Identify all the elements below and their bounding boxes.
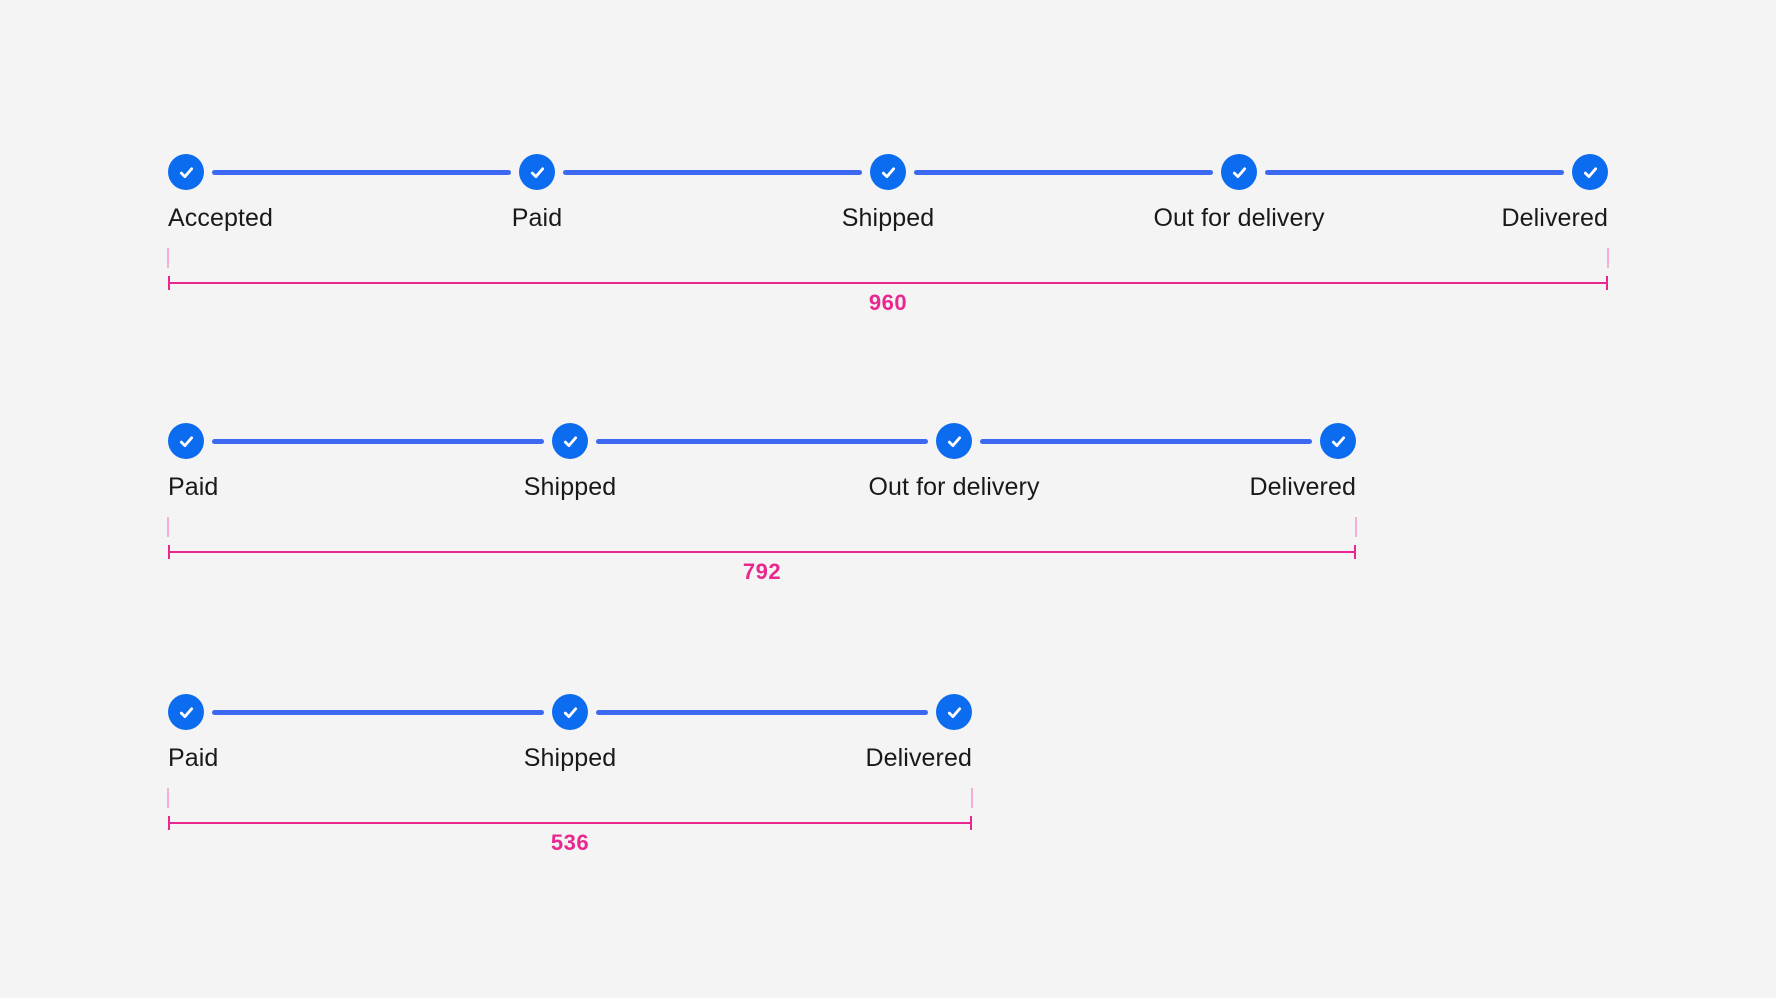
check-icon	[563, 435, 577, 447]
step-complete-indicator	[519, 154, 555, 190]
stepper-track	[168, 423, 1356, 459]
stepper-spec-row-960: Accepted Paid Shipped Out for delivery Deliv…	[167, 154, 1609, 330]
stepper-spec-row-536: Paid Shipped Delivered 536	[167, 694, 973, 870]
step-complete-indicator	[168, 694, 204, 730]
step-label: Delivered	[1501, 204, 1608, 232]
check-icon	[881, 166, 895, 178]
check-icon	[179, 166, 193, 178]
stepper-spec-row-792: Paid Shipped Out for delivery Delivered 792	[167, 423, 1357, 599]
measure-extension-tick-right	[971, 788, 973, 808]
measure-value: 536	[550, 830, 590, 855]
measure-dimension-line	[168, 545, 1356, 559]
step-complete-indicator	[1221, 154, 1257, 190]
measure-extension-tick-left	[167, 788, 169, 808]
connector-line	[563, 169, 862, 175]
step-complete-indicator	[870, 154, 906, 190]
check-icon	[179, 706, 193, 718]
step-complete-indicator	[1572, 154, 1608, 190]
connector-line	[1265, 169, 1564, 175]
step-complete-indicator	[168, 423, 204, 459]
step-complete-indicator	[168, 154, 204, 190]
step-label: Accepted	[168, 204, 274, 232]
measure-cap-left	[168, 276, 170, 290]
step-complete-indicator	[1320, 423, 1356, 459]
check-icon	[179, 435, 193, 447]
step-label: Paid	[511, 204, 563, 232]
measure-dimension-line	[168, 816, 972, 830]
check-icon	[1331, 435, 1345, 447]
measure-cap-right	[970, 816, 972, 830]
connector-line	[212, 169, 511, 175]
step-complete-indicator	[552, 694, 588, 730]
step-label: Delivered	[865, 744, 972, 772]
step-label: Shipped	[841, 204, 935, 232]
measure-value: 960	[868, 290, 908, 315]
measure-cap-right	[1606, 276, 1608, 290]
connector-line	[212, 709, 544, 715]
step-complete-indicator	[936, 423, 972, 459]
measure-extension-tick-left	[167, 248, 169, 268]
check-icon	[530, 166, 544, 178]
measure-dimension-line	[168, 276, 1608, 290]
measure-rule	[168, 282, 1608, 284]
stepper-labels: Accepted Paid Shipped Out for delivery Deliv…	[168, 202, 1608, 234]
measure-rule	[168, 551, 1356, 553]
connector-line	[596, 438, 928, 444]
measure-cap-right	[1354, 545, 1356, 559]
step-label: Shipped	[523, 473, 617, 501]
stepper-labels: Paid Shipped Delivered	[168, 742, 972, 774]
check-icon	[1232, 166, 1246, 178]
stepper-labels: Paid Shipped Out for delivery Delivered	[168, 471, 1356, 503]
connector-line	[980, 438, 1312, 444]
step-label: Paid	[168, 744, 219, 772]
check-icon	[1583, 166, 1597, 178]
step-label: Out for delivery	[868, 473, 1040, 501]
stepper-track	[168, 154, 1608, 190]
measure-cap-left	[168, 816, 170, 830]
connector-line	[914, 169, 1213, 175]
measure-extension-tick-right	[1607, 248, 1609, 268]
step-label: Out for delivery	[1153, 204, 1325, 232]
step-complete-indicator	[552, 423, 588, 459]
step-complete-indicator	[936, 694, 972, 730]
check-icon	[563, 706, 577, 718]
measure-extension-tick-right	[1355, 517, 1357, 537]
step-label: Paid	[168, 473, 219, 501]
measure-cap-left	[168, 545, 170, 559]
measure-extension-tick-left	[167, 517, 169, 537]
stepper-track	[168, 694, 972, 730]
connector-line	[212, 438, 544, 444]
measure-value: 792	[742, 559, 782, 584]
measure-rule	[168, 822, 972, 824]
check-icon	[947, 706, 961, 718]
connector-line	[596, 709, 928, 715]
step-label: Delivered	[1249, 473, 1356, 501]
check-icon	[947, 435, 961, 447]
step-label: Shipped	[523, 744, 617, 772]
